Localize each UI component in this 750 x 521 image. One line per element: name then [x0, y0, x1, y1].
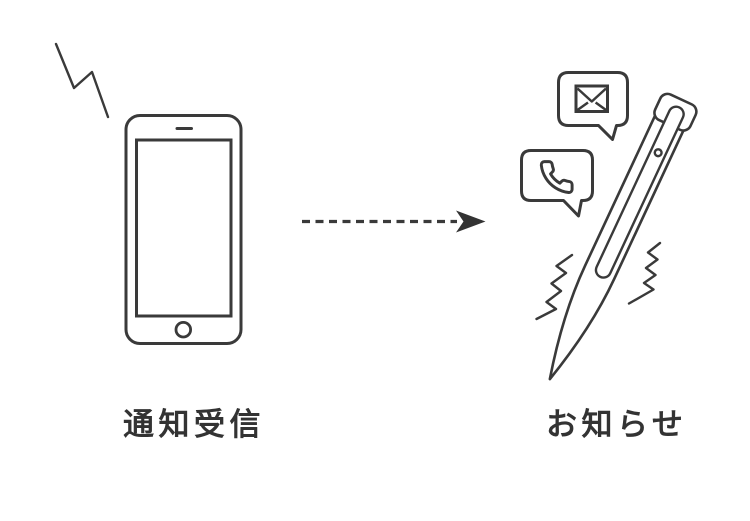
- phone-caption: 通知受信: [123, 407, 265, 442]
- phone-body: [124, 114, 243, 345]
- mail-bubble-outline: [557, 71, 629, 141]
- phone-call-bubble-icon: [520, 149, 594, 218]
- smartphone-icon: [124, 114, 243, 345]
- vibration-zigzag-right: [627, 241, 662, 305]
- stylus-pen-icon: [548, 92, 698, 381]
- pen-clip-slot: [594, 105, 685, 279]
- phone-home-button: [174, 321, 193, 339]
- mail-icon: [574, 84, 609, 113]
- mail-bubble-icon: [557, 71, 629, 141]
- pen-caption: お知らせ: [546, 407, 688, 442]
- dashed-arrow: [302, 210, 486, 233]
- phone-call-icon: [539, 160, 574, 194]
- arrow-head: [456, 210, 486, 233]
- vibration-zigzag-left: [535, 253, 574, 321]
- signal-zigzag-icon: [54, 42, 110, 119]
- phone-bubble-outline: [520, 149, 594, 218]
- pen-button: [653, 148, 663, 158]
- phone-screen: [135, 138, 233, 318]
